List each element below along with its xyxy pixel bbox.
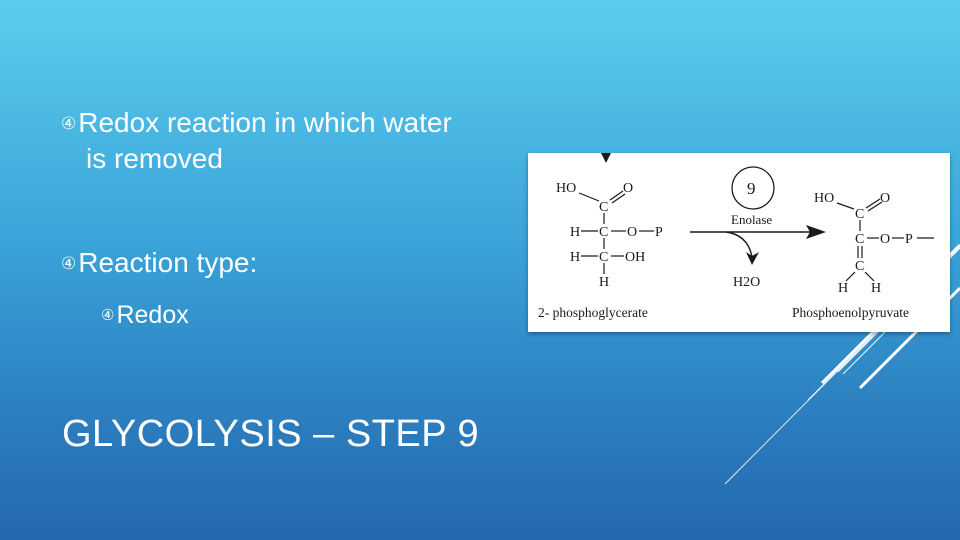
product-bonds xyxy=(836,198,934,282)
water-curved-arrow xyxy=(725,231,753,258)
bullet-item: ④Redox reaction in which water xyxy=(61,107,452,140)
svg-text:O: O xyxy=(880,232,890,247)
svg-text:C: C xyxy=(855,232,864,247)
svg-text:H: H xyxy=(838,281,848,296)
svg-text:P: P xyxy=(655,225,663,240)
incoming-arrow-icon xyxy=(601,153,611,163)
enzyme-name: Enolase xyxy=(731,212,772,227)
svg-text:C: C xyxy=(599,200,608,215)
water-product: H2O xyxy=(733,275,760,290)
svg-text:H: H xyxy=(570,225,580,240)
substrate-bonds xyxy=(578,190,654,274)
bullet-continuation: is removed xyxy=(86,143,223,174)
substrate-name: 2- phosphoglycerate xyxy=(538,305,648,320)
svg-text:HO: HO xyxy=(556,181,576,196)
svg-text:P: P xyxy=(905,232,913,247)
sub-bullet-text: Redox xyxy=(116,301,189,329)
bullet-item: ④Reaction type: xyxy=(61,247,257,280)
svg-text:H: H xyxy=(871,281,881,296)
product-structure: HO O C C O P C H H xyxy=(814,191,913,296)
svg-text:C: C xyxy=(599,225,608,240)
water-arrowhead-icon xyxy=(746,252,759,265)
circled-four-bullet-icon: ④ xyxy=(61,254,77,273)
product-name: Phosphoenolpyruvate xyxy=(792,305,909,320)
svg-text:H: H xyxy=(599,275,609,290)
reaction-arrowhead-icon xyxy=(806,225,826,239)
bullet-text: Redox reaction in which water xyxy=(78,107,452,138)
bullet-text: Reaction type: xyxy=(78,247,258,278)
step-number-badge xyxy=(731,166,775,210)
circled-four-bullet-icon: ④ xyxy=(101,307,115,324)
svg-text:OH: OH xyxy=(625,250,645,265)
reaction-diagram: HO O C H C O P H C OH H xyxy=(528,153,950,332)
sub-bullet-item: ④Redox xyxy=(101,299,189,332)
svg-text:C: C xyxy=(855,259,864,274)
svg-text:HO: HO xyxy=(814,191,834,206)
svg-text:H: H xyxy=(570,250,580,265)
circled-four-bullet-icon: ④ xyxy=(61,114,77,133)
svg-text:O: O xyxy=(627,225,637,240)
svg-text:C: C xyxy=(599,250,608,265)
svg-text:C: C xyxy=(855,207,864,222)
substrate-structure: HO O C H C O P H C OH H xyxy=(556,181,663,290)
step-number: 9 xyxy=(747,179,756,198)
svg-text:O: O xyxy=(880,191,890,206)
slide-title: GLYCOLYSIS – STEP 9 xyxy=(62,413,480,455)
svg-text:O: O xyxy=(623,181,633,196)
